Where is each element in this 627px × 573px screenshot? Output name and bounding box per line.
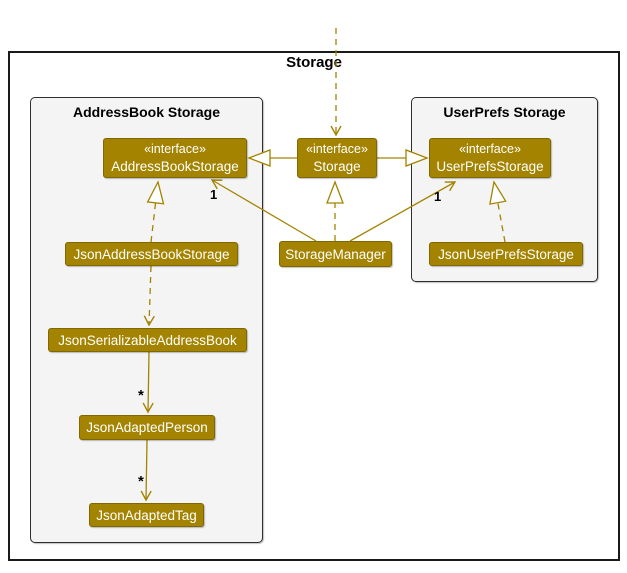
class-jsonuserprefsstorage: JsonUserPrefsStorage bbox=[429, 242, 583, 266]
class-name: Storage bbox=[313, 159, 361, 174]
class-name: JsonAddressBookStorage bbox=[73, 246, 230, 262]
class-jsonaddressbookstorage: JsonAddressBookStorage bbox=[65, 242, 238, 266]
class-name: AddressBookStorage bbox=[111, 159, 239, 174]
class-name: JsonAdaptedTag bbox=[96, 507, 197, 523]
stereotype-label: «interface» bbox=[459, 142, 521, 156]
multiplicity-label-userprefsstorage: 1 bbox=[434, 189, 442, 204]
class-jsonserializableaddressbook: JsonSerializableAddressBook bbox=[48, 328, 247, 352]
class-name: JsonSerializableAddressBook bbox=[58, 332, 237, 348]
class-jsonadaptedtag: JsonAdaptedTag bbox=[89, 503, 204, 527]
class-interface-addressbookstorage: «interface» AddressBookStorage bbox=[103, 138, 247, 178]
frame-title: Storage bbox=[286, 54, 342, 71]
stereotype-label: «interface» bbox=[144, 142, 206, 156]
class-name: JsonAdaptedPerson bbox=[86, 420, 208, 435]
class-storagemanager: StorageManager bbox=[279, 241, 392, 267]
package-addressbook-storage-title: AddressBook Storage bbox=[72, 104, 221, 120]
multiplicity-label-addressbookstorage: 1 bbox=[210, 187, 218, 202]
multiplicity-label-adaptedtag: * bbox=[138, 473, 144, 490]
package-userprefs-storage-title: UserPrefs Storage bbox=[443, 104, 566, 120]
class-name: JsonUserPrefsStorage bbox=[438, 246, 574, 262]
class-interface-storage: «interface» Storage bbox=[297, 138, 377, 178]
class-jsonadaptedperson: JsonAdaptedPerson bbox=[79, 415, 215, 440]
multiplicity-label-adaptedperson: * bbox=[138, 387, 144, 404]
stereotype-label: «interface» bbox=[306, 142, 368, 156]
class-name: UserPrefsStorage bbox=[436, 159, 544, 174]
class-name: StorageManager bbox=[285, 246, 386, 262]
class-interface-userprefsstorage: «interface» UserPrefsStorage bbox=[429, 138, 551, 178]
